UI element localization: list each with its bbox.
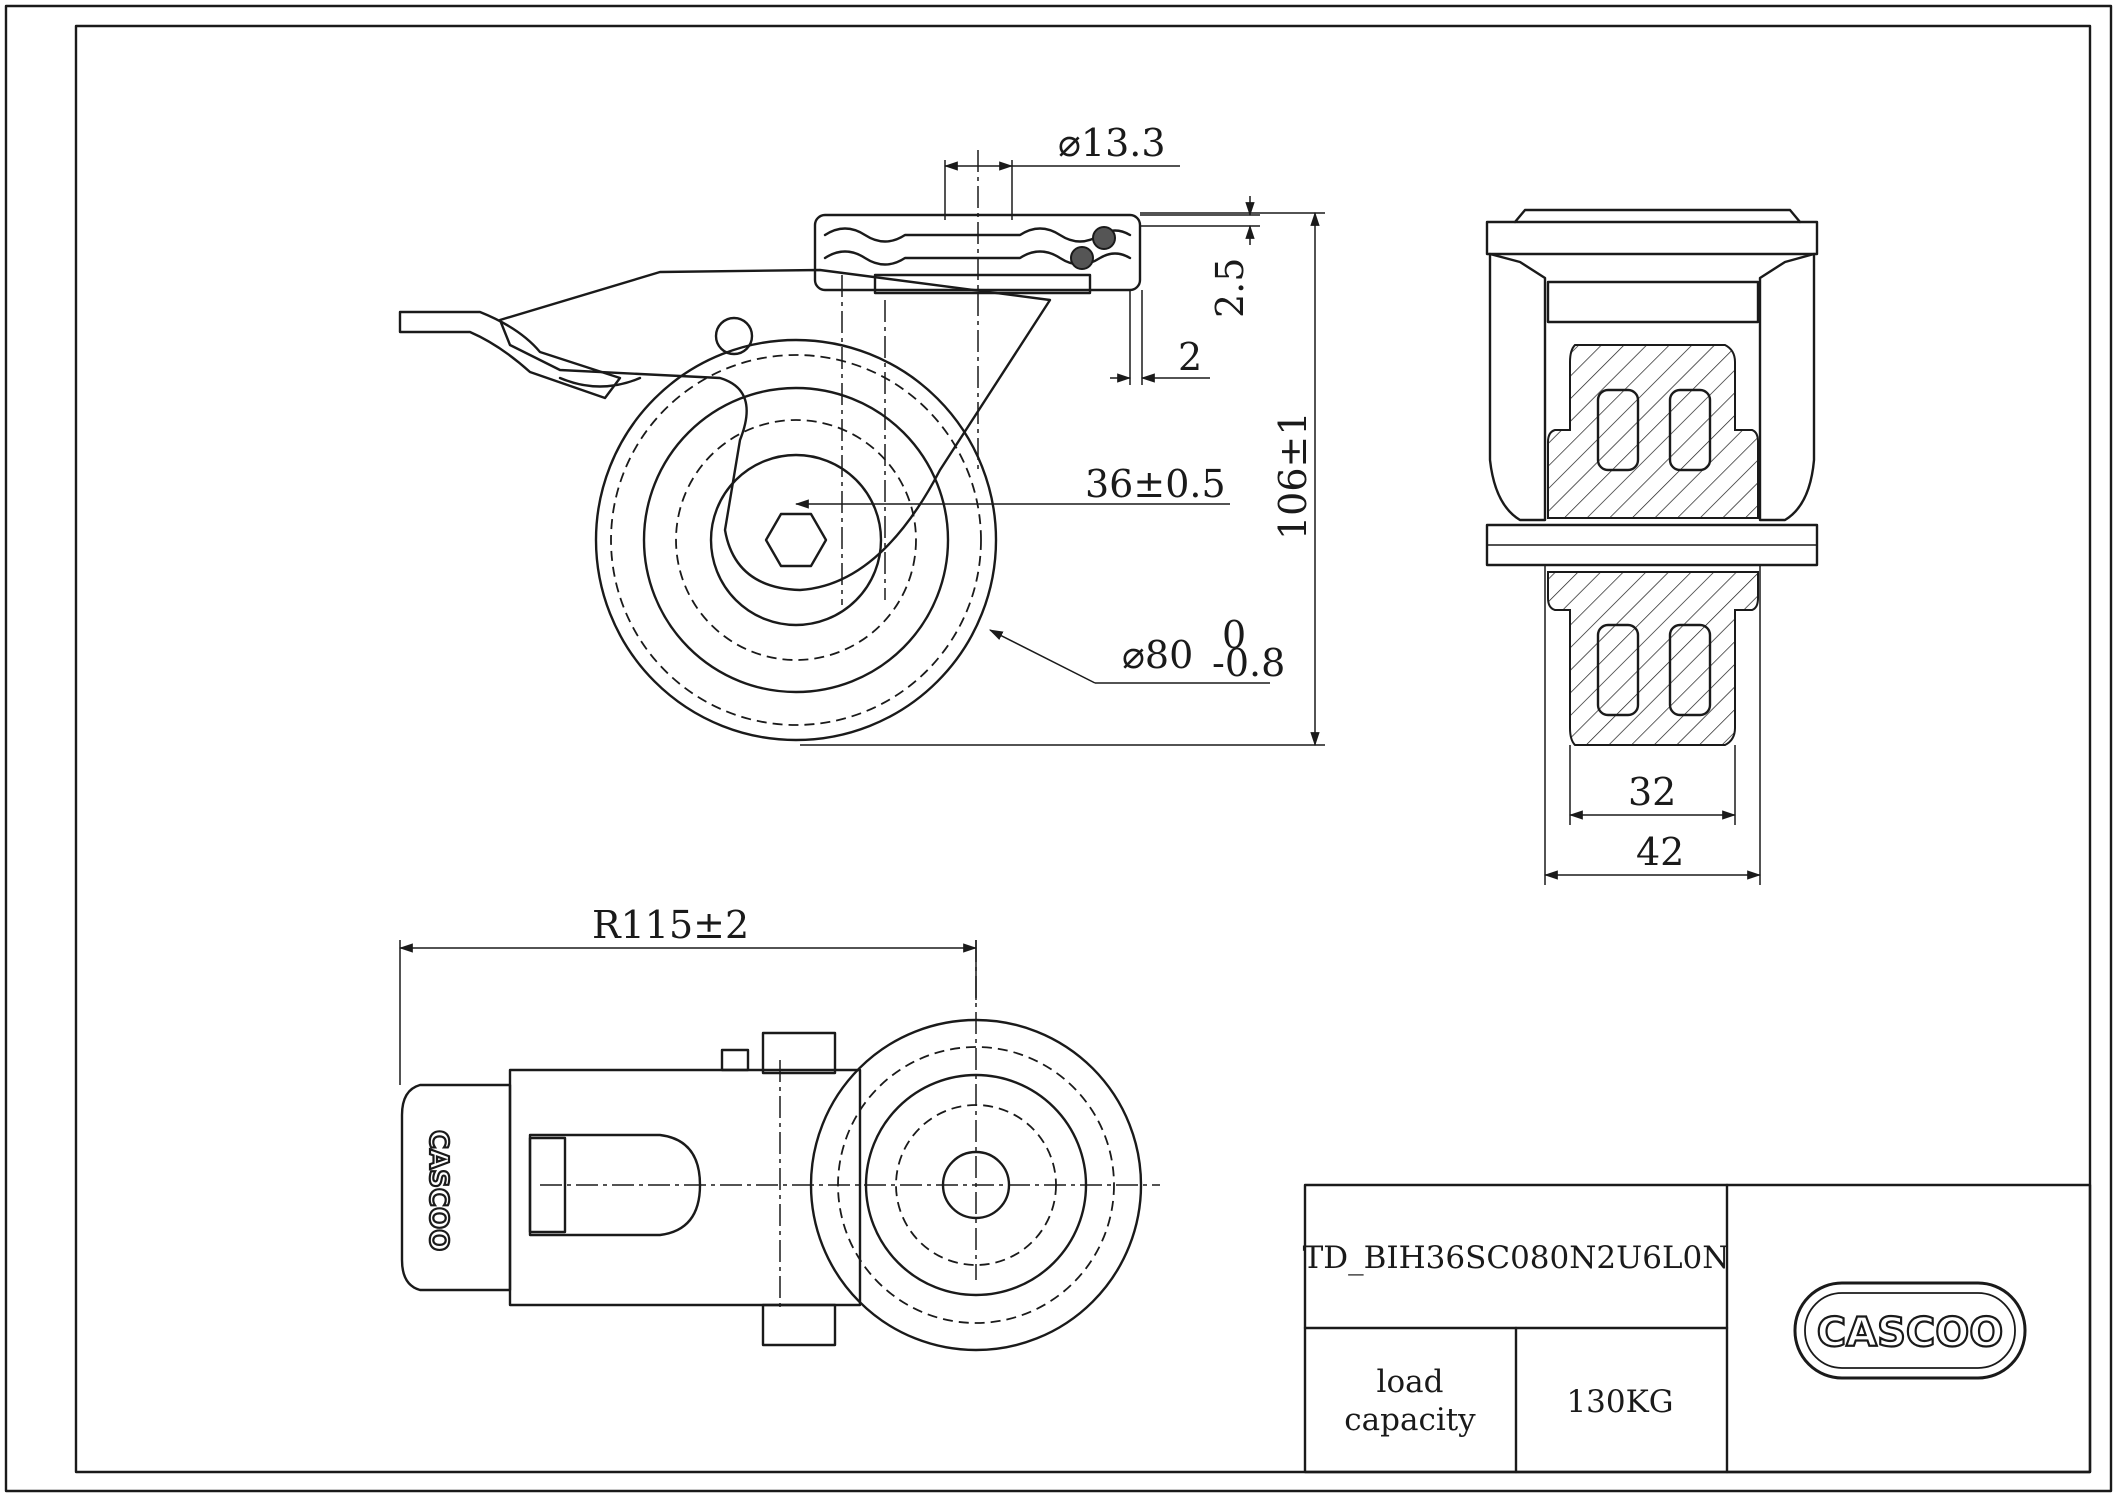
top-brake-pedal — [400, 1083, 512, 1292]
load-label-line1: load — [1377, 1364, 1444, 1400]
side-wheel-tread — [610, 354, 982, 726]
top-fork-body — [508, 1068, 862, 1307]
side-pivot-hole — [714, 316, 754, 356]
side-top-plate-wave2 — [823, 250, 1132, 266]
dim-fork-width: 42 — [1636, 830, 1684, 874]
top-nut-top — [761, 1031, 837, 1075]
top-nut-bottom — [761, 1303, 837, 1347]
inner-border — [74, 24, 2092, 1474]
pedal-logo: CASCOO — [423, 1130, 453, 1251]
brand-logo-text: CASCOO — [1817, 1310, 2003, 1356]
dim-tread-width: 32 — [1628, 770, 1676, 814]
front-hub-window-r2 — [1668, 623, 1712, 717]
front-wheel-lower — [1547, 571, 1759, 746]
dim-plate-thickness: 2.5 — [1208, 258, 1252, 318]
side-fork — [498, 268, 1052, 592]
side-wheel-inner — [642, 386, 950, 694]
dim-bolt-diameter: ⌀13.3 — [1058, 121, 1166, 165]
top-small-boss — [720, 1048, 750, 1072]
side-view-dimensions: ⌀13.3 2.5 2 36±0.5 106±1 ⌀80 0 -0.8 — [794, 121, 1325, 747]
side-axle-nut — [764, 512, 828, 568]
top-view: CASCOO — [400, 940, 1160, 1352]
front-king-pin — [1546, 280, 1760, 324]
front-fork-right — [1758, 252, 1816, 522]
top-view-dimensions: R115±2 — [398, 903, 978, 1085]
front-top-plate — [1485, 220, 1819, 256]
dim-wheel-tol-lower: -0.8 — [1212, 641, 1285, 685]
dim-height: 106±1 — [1271, 411, 1315, 540]
side-king-pin — [873, 273, 1092, 295]
dim-plate-offset: 2 — [1178, 335, 1202, 379]
front-wheel-upper — [1547, 344, 1759, 519]
load-label-line2: capacity — [1344, 1402, 1476, 1438]
dim-swivel-radius: R115±2 — [592, 903, 749, 947]
top-brake-block — [528, 1136, 567, 1234]
brand-logo-frame — [1793, 1281, 2027, 1380]
front-top-race — [1513, 208, 1802, 224]
front-view-dimensions: 32 42 — [1543, 565, 1762, 885]
side-ball-2 — [1070, 246, 1094, 270]
brand-logo: CASCOO — [1793, 1281, 2027, 1380]
title-block: TD_BIH36SC080N2U6L0N load capacity 130KG… — [1303, 1183, 2092, 1474]
dim-wheel-diameter: ⌀80 — [1122, 633, 1193, 677]
side-wheel-hub-dash — [675, 419, 917, 661]
part-number: TD_BIH36SC080N2U6L0N — [1303, 1240, 1730, 1276]
dim-offset: 36±0.5 — [1085, 462, 1226, 506]
side-brake-lever — [398, 310, 622, 400]
front-hub-window-l2 — [1596, 623, 1640, 717]
dim-wheel-tol-upper: 0 — [1222, 613, 1246, 657]
front-hub-window-l — [1596, 388, 1640, 472]
load-value: 130KG — [1566, 1384, 1673, 1420]
front-fork-left — [1488, 252, 1547, 522]
side-wheel-hub — [709, 453, 883, 627]
side-ball-1 — [1092, 226, 1116, 250]
side-brake-arc — [558, 376, 642, 388]
side-wheel-outer — [594, 338, 998, 742]
front-view — [1485, 208, 1819, 746]
side-view — [398, 150, 1142, 742]
outer-border — [4, 4, 2113, 1493]
front-hub-window-r — [1668, 388, 1712, 472]
